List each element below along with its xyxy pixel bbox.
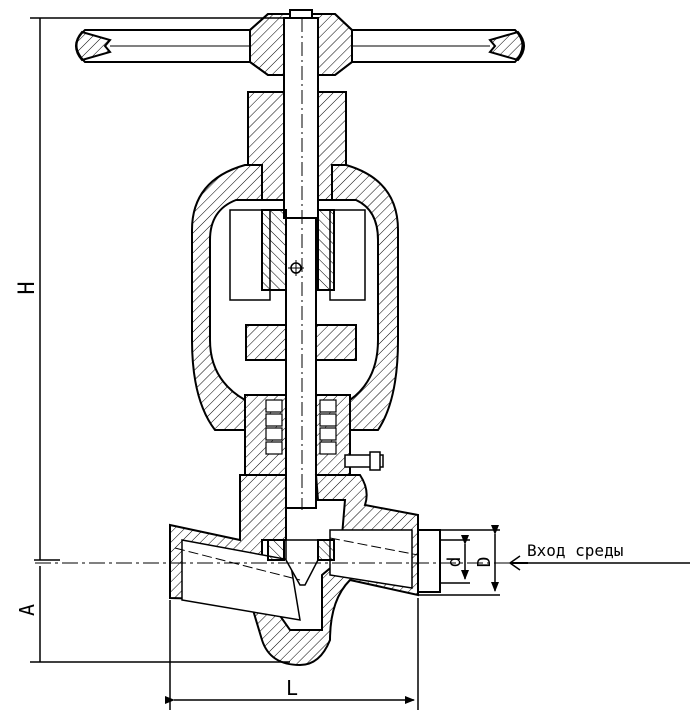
inlet-port — [417, 529, 441, 593]
inlet-flow-arrow — [508, 555, 690, 571]
packing-gland — [244, 394, 384, 476]
valve-stem — [283, 17, 319, 510]
valve-body — [169, 474, 419, 667]
dimension-D-label: D — [474, 557, 495, 568]
dimension-h — [30, 17, 285, 561]
dimension-a — [30, 566, 290, 663]
dimension-d-label: d — [444, 557, 465, 568]
dimension-h-label: H — [15, 281, 40, 294]
inlet-label: Вход среды — [527, 541, 623, 560]
dimension-a-label: A — [15, 604, 39, 616]
dimension-l — [165, 598, 419, 710]
dimension-d — [418, 525, 500, 596]
bonnet-body — [191, 164, 399, 431]
dimension-l-label: L — [286, 676, 298, 700]
